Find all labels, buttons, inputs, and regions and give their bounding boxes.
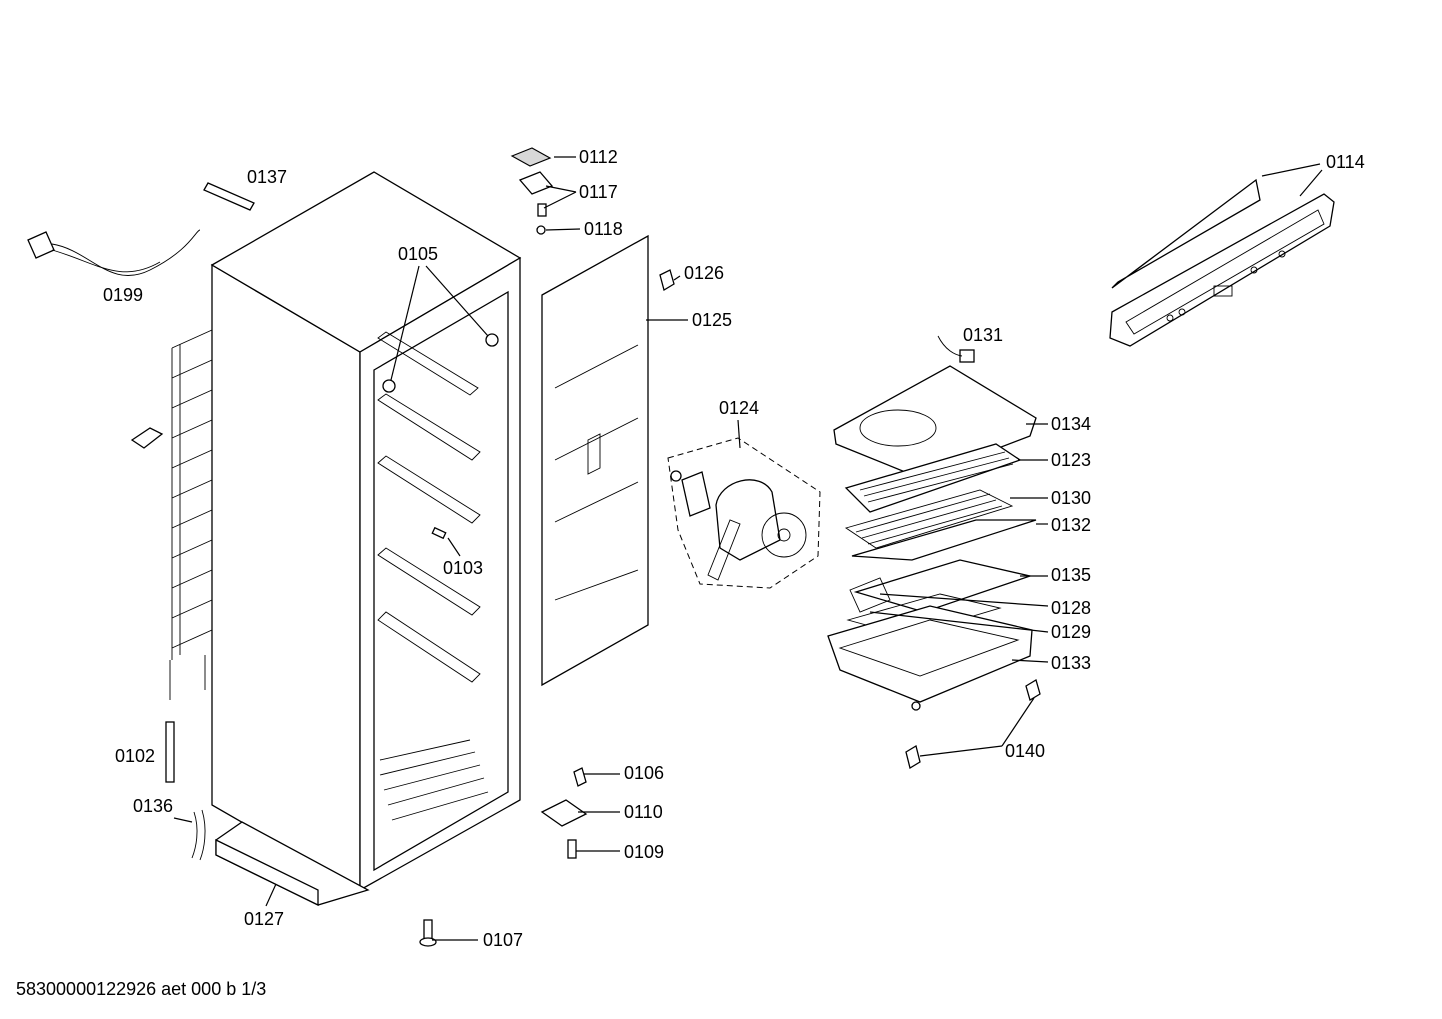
rear-wall-panel (541, 234, 649, 687)
evaporator-assembly (827, 335, 1037, 711)
label-0117: 0117 (579, 182, 618, 202)
label-0103: 0103 (443, 558, 483, 578)
label-0133: 0133 (1051, 653, 1091, 673)
part-labels: 0137 0199 0105 0112 0117 0118 0126 0125 … (103, 147, 1365, 950)
label-0199: 0199 (103, 285, 143, 305)
label-0114: 0114 (1326, 152, 1365, 172)
label-0109: 0109 (624, 842, 664, 862)
label-0129: 0129 (1051, 622, 1091, 642)
label-0102: 0102 (115, 746, 155, 766)
label-0125: 0125 (692, 310, 732, 330)
label-0127: 0127 (244, 909, 284, 929)
label-0131: 0131 (963, 325, 1003, 345)
fan-unit (667, 437, 821, 589)
label-0130: 0130 (1051, 488, 1091, 508)
label-0137: 0137 (247, 167, 287, 187)
label-0128: 0128 (1051, 598, 1091, 618)
label-0110: 0110 (624, 802, 663, 822)
label-0107: 0107 (483, 930, 523, 950)
label-0134: 0134 (1051, 414, 1091, 434)
label-0106: 0106 (624, 763, 664, 783)
label-0136: 0136 (133, 796, 173, 816)
document-reference-footer: 58300000122926 aet 000 b 1/3 (16, 979, 267, 999)
label-0112: 0112 (579, 147, 618, 167)
control-panel (1109, 178, 1335, 347)
label-0135: 0135 (1051, 565, 1091, 585)
label-0140: 0140 (1005, 741, 1045, 761)
label-0105: 0105 (398, 244, 438, 264)
cabinet-body (130, 171, 522, 907)
label-0132: 0132 (1051, 515, 1091, 535)
label-0123: 0123 (1051, 450, 1091, 470)
label-0126: 0126 (684, 263, 724, 283)
leader-lines (173, 156, 1323, 941)
label-0118: 0118 (584, 219, 623, 239)
fasteners (165, 679, 1041, 947)
label-0124: 0124 (719, 398, 759, 418)
power-cord (27, 182, 255, 276)
small-parts-top (382, 147, 675, 540)
